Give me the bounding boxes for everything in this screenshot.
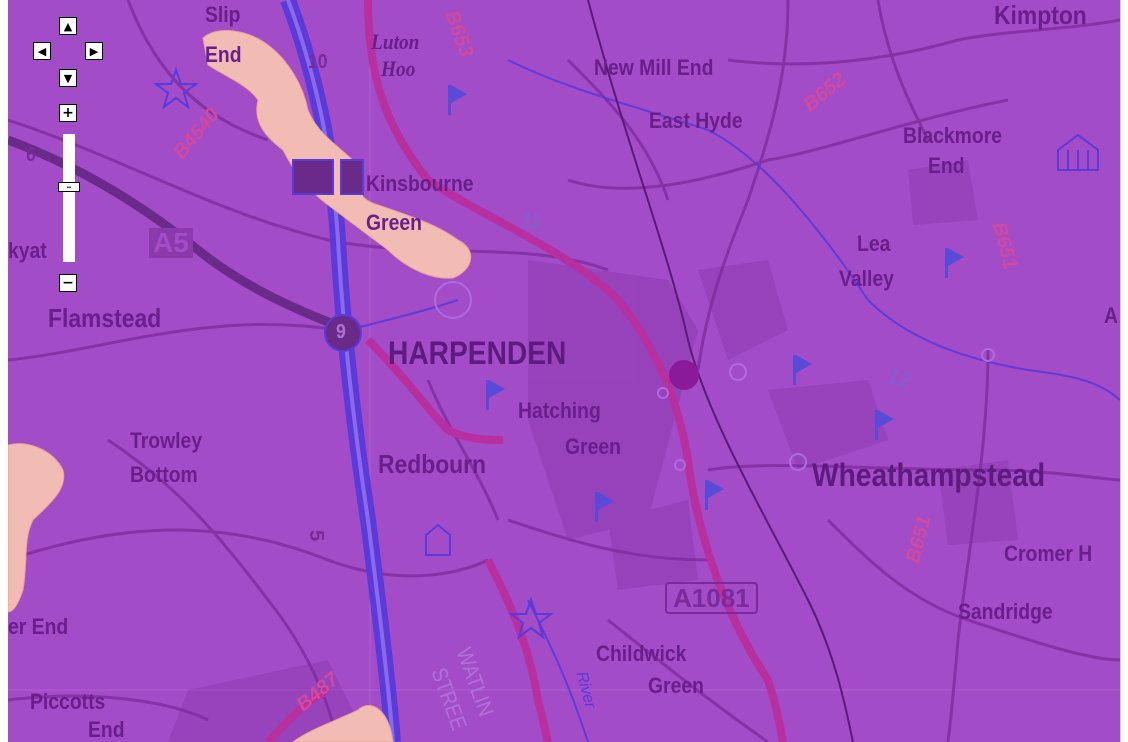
- junction-label-10: 10: [308, 51, 328, 73]
- zoom-in-button[interactable]: +: [59, 104, 77, 122]
- label-kinsbourne-green-line1: Kinsbourne: [366, 171, 474, 196]
- label-edge-a: A: [1104, 303, 1118, 328]
- label-slip-end-line1: Slip: [205, 2, 241, 27]
- label-trowley-bottom-line1: Trowley: [130, 428, 203, 453]
- label-sandridge: Sandridge: [958, 599, 1053, 624]
- flag-icon: [875, 410, 897, 440]
- road-shield-a5: A5: [149, 228, 193, 258]
- map-base-layer: [8, 0, 1120, 742]
- junction-label-9: 9: [336, 321, 346, 343]
- map-viewport[interactable]: Slip End Luton Hoo New Mill End East Hyd…: [8, 0, 1121, 742]
- label-num-6: 6: [26, 144, 36, 166]
- label-east-hyde: East Hyde: [649, 108, 743, 133]
- road-shield-a1081: A1081: [665, 582, 758, 614]
- label-lea-valley-line2: Valley: [839, 266, 894, 291]
- flag-icon: [448, 85, 470, 115]
- flag-icon: [595, 492, 617, 522]
- label-harpenden: HARPENDEN: [388, 335, 567, 371]
- label-lea-valley-line1: Lea: [857, 231, 891, 256]
- label-hatching-green-line1: Hatching: [518, 398, 601, 423]
- label-luton-hoo-line1: Luton: [371, 29, 420, 54]
- label-kinsbourne-green-line2: Green: [366, 210, 422, 235]
- label-kyat: kyat: [8, 238, 47, 263]
- flag-icon: [486, 380, 508, 410]
- pan-left-button[interactable]: ◀: [33, 42, 51, 60]
- label-wheathampstead: Wheathampstead: [812, 457, 1046, 493]
- motorway-label-5: 5: [305, 530, 327, 542]
- label-childwick-green-line1: Childwick: [596, 641, 687, 666]
- label-hatching-green-line2: Green: [565, 434, 621, 459]
- zoom-bar[interactable]: [63, 134, 75, 262]
- flag-icon: [705, 480, 727, 510]
- flag-icon: [945, 248, 967, 278]
- label-childwick-green-line2: Green: [648, 673, 704, 698]
- label-redbourn: Redbourn: [378, 449, 487, 479]
- label-piccotts-end-line1: Piccotts: [30, 689, 106, 714]
- label-luton-hoo-line2: Hoo: [381, 56, 416, 81]
- label-flamstead: Flamstead: [48, 303, 162, 333]
- label-trowley-bottom-line2: Bottom: [130, 462, 198, 487]
- label-blackmore-end-line2: End: [928, 153, 965, 178]
- pan-right-button[interactable]: ▶: [85, 42, 103, 60]
- zoom-out-button[interactable]: −: [59, 274, 77, 292]
- zoom-slider-handle[interactable]: ↔: [58, 182, 80, 192]
- label-kimpton: Kimpton: [994, 0, 1087, 30]
- flag-icon: [793, 355, 815, 385]
- label-blackmore-end-line1: Blackmore: [903, 123, 1003, 148]
- pan-down-button[interactable]: ▼: [59, 69, 77, 87]
- label-slip-end-line2: End: [205, 42, 242, 67]
- label-new-mill-end: New Mill End: [594, 55, 714, 80]
- pan-up-button[interactable]: ▲: [59, 17, 77, 35]
- label-cromer-hyde: Cromer H: [1004, 541, 1093, 566]
- label-er-end: er End: [8, 614, 69, 639]
- label-piccotts-end-line2: End: [88, 717, 125, 742]
- junction-label-11: 11: [521, 208, 542, 233]
